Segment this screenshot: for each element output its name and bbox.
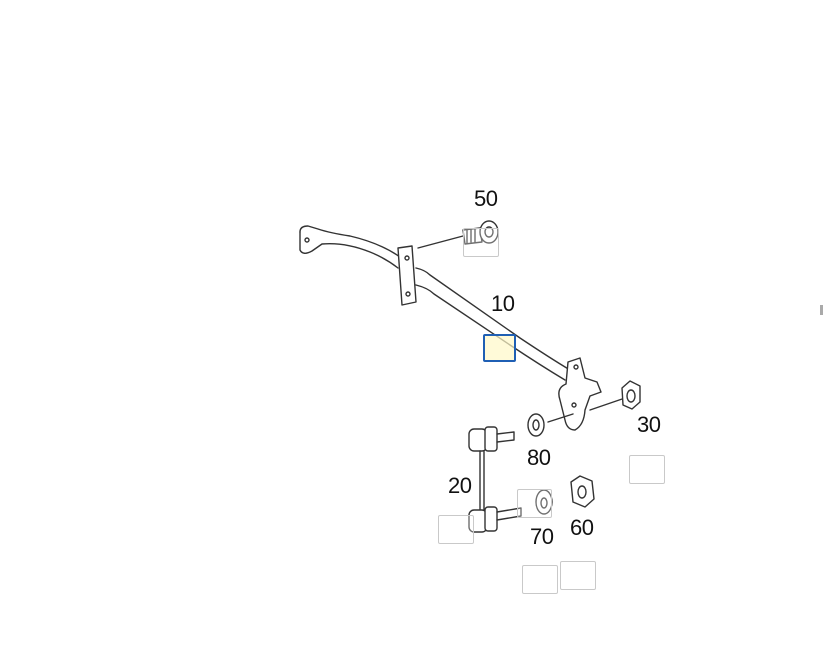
- callout-60[interactable]: 60: [570, 515, 594, 540]
- hotspot-part-30[interactable]: [629, 455, 665, 484]
- scroll-edge-marker: [820, 305, 823, 315]
- hotspot-part-70-alt[interactable]: [522, 565, 558, 594]
- callout-80[interactable]: 80: [527, 445, 551, 470]
- nut-30-drawing: [589, 380, 641, 411]
- hotspot-part-20[interactable]: [438, 515, 474, 544]
- nut-60-drawing: [570, 475, 595, 508]
- hotspot-part-70[interactable]: [517, 489, 552, 518]
- callout-50[interactable]: 50: [474, 186, 498, 211]
- callout-20[interactable]: 20: [448, 473, 472, 498]
- link-20-drawing: [468, 426, 522, 533]
- callout-30[interactable]: 30: [637, 412, 661, 437]
- washer-70-drawing: [535, 489, 553, 515]
- callout-70[interactable]: 70: [530, 524, 554, 549]
- washer-80-drawing: [527, 413, 574, 437]
- callout-10[interactable]: 10: [491, 291, 515, 316]
- hotspot-part-50[interactable]: [463, 228, 499, 257]
- stabilizer-bar: [299, 225, 602, 431]
- hotspot-part-10-selected[interactable]: [483, 334, 516, 362]
- hotspot-part-60[interactable]: [560, 561, 596, 590]
